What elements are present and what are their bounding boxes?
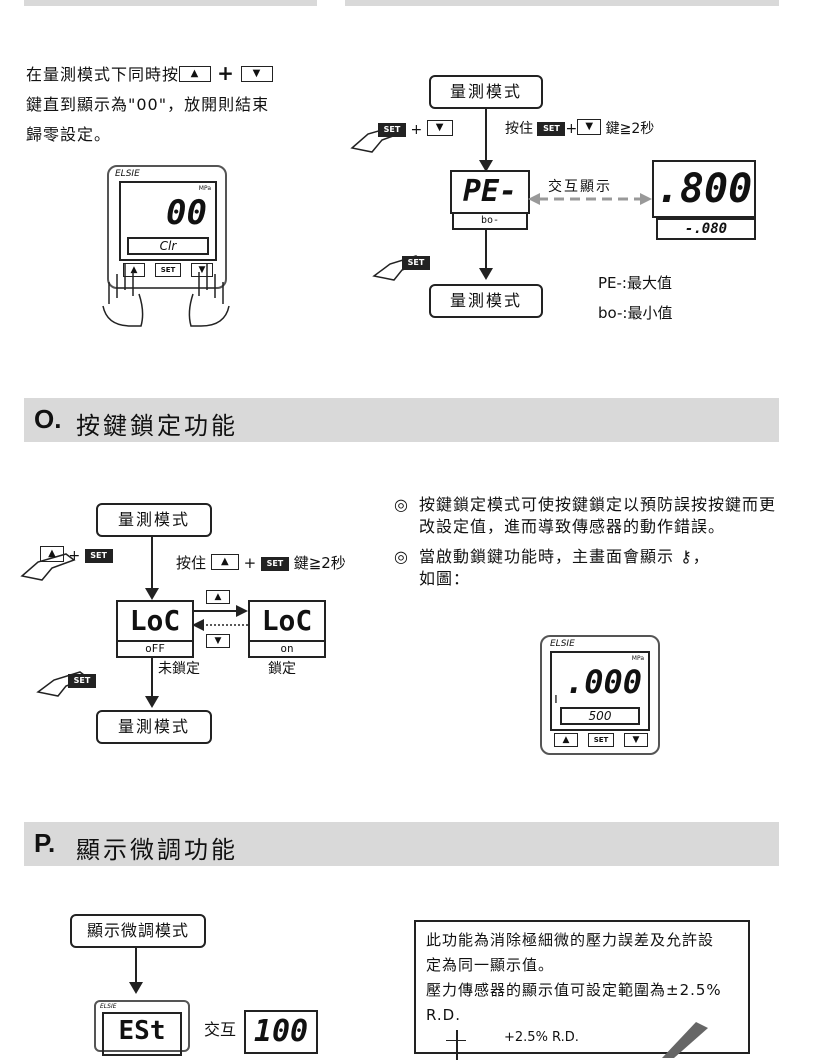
section-title: 按鍵鎖定功能 [76, 412, 238, 440]
bullet-text-2: 當啟動鎖鍵功能時，主畫面會顯示 [418, 547, 674, 566]
sensor-device-fine: ELSIE ESt [94, 1000, 190, 1056]
legend-pe: PE-:最大值 [598, 274, 672, 292]
alternate-display-label: 交互顯示 [548, 179, 612, 195]
chart-label: +2.5% R.D. [504, 1030, 579, 1045]
device-brand: ELSIE [115, 169, 140, 179]
device-sub-value: Clr [129, 239, 207, 253]
device-screen: MPa 00 Clr [119, 181, 217, 261]
lcd-loc-left: LoC [116, 600, 194, 642]
flow-measure-mode-top: 量測模式 [429, 75, 543, 109]
lcd-right-value: 100 [244, 1010, 318, 1054]
hold-instruction: 按住 ▲ + SET 鍵≧2秒 [176, 553, 346, 572]
flow-fine-tune-mode: 顯示微調模式 [70, 914, 206, 948]
lcd-bo-display: bo- [452, 212, 528, 230]
set-key-icon: SET [68, 673, 96, 688]
section-title: 顯示微調功能 [76, 836, 238, 864]
key-lock-icon: ı [554, 691, 558, 707]
down-key-icon: ▼ [240, 65, 273, 82]
bullet-list: ◎ 按鍵鎖定模式可使按鍵鎖定以預防誤按按鍵而更改設定值，進而導致傳感器的動作錯誤… [394, 494, 788, 590]
section-letter: O. [34, 404, 62, 434]
section-letter: P. [34, 828, 56, 858]
sensor-device: ELSIE MPa 00 Clr ▲ SET ▼ [107, 165, 227, 289]
device-main-value: ESt [102, 1012, 182, 1056]
device-screen: MPa ı .000 500 [550, 651, 650, 731]
top-bar-right [345, 0, 779, 6]
unlocked-label: 未鎖定 [158, 661, 200, 677]
gauge-icon [662, 1022, 708, 1058]
instruction-line-2: 鍵直到顯示為"00"，放開則結束 [26, 95, 270, 114]
zero-set-instructions: 在量測模式下同時按▲ + ▼ 鍵直到顯示為"00"，放開則結束 歸零設定。 [26, 58, 346, 150]
device-main-value: .000 [564, 663, 642, 701]
key-lock-icon: ⚷ [680, 547, 693, 566]
lcd-loc-right: LoC [248, 600, 326, 642]
bullet-icon: ◎ [394, 495, 409, 514]
hand-press-icon [18, 546, 78, 586]
flow-measure-mode-bottom: 量測模式 [429, 284, 543, 318]
instruction-line-3: 歸零設定。 [26, 125, 112, 144]
down-key-icon: ▼ [426, 120, 453, 136]
bullet-item: ◎ 當啟動鎖鍵功能時，主畫面會顯示 ⚷，如圖： [394, 547, 710, 588]
dashed-double-arrow [528, 193, 652, 205]
section-p-header: P. 顯示微調功能 [24, 822, 779, 866]
top-bar-left [24, 0, 317, 6]
bullet-item: ◎ 按鍵鎖定模式可使按鍵鎖定以預防誤按按鍵而更改設定值，進而導致傳感器的動作錯誤… [394, 494, 788, 538]
lcd-small-value: -.080 [656, 218, 756, 240]
hands-icon [102, 264, 230, 327]
hold-instruction: 按住 SET+▼ 鍵≧2秒 [505, 119, 655, 137]
set-key-plus-down: SET + ▼ [378, 120, 453, 138]
locked-label: 鎖定 [268, 661, 296, 677]
set-button: SET [155, 263, 181, 277]
lcd-big-value: .800 [652, 160, 756, 218]
lcd-state-off: oFF [116, 640, 194, 658]
flow-measure-mode-top: 量測模式 [96, 503, 212, 537]
device-brand: ELSIE [550, 639, 575, 649]
section-o-header: O. 按鍵鎖定功能 [24, 398, 779, 442]
note-text-2: 壓力傳感器的顯示值可設定範圍為±2.5% R.D. [426, 981, 722, 1024]
up-plus-set-keys: ▲ + SET [40, 546, 113, 564]
set-key-icon: SET [402, 255, 430, 270]
up-button-icon: ▲ [123, 263, 145, 277]
legend-bo: bo-:最小值 [598, 304, 673, 322]
device-sub-value: 500 [562, 709, 638, 723]
unit-label: MPa [198, 185, 211, 192]
bullet-icon: ◎ [394, 547, 409, 566]
flow-measure-mode-bottom: 量測模式 [96, 710, 212, 744]
bullet-text-2-tail: 如圖： [418, 569, 470, 588]
sensor-device-locked: ELSIE MPa ı .000 500 ▲ SET ▼ [540, 635, 660, 755]
up-button-icon: ▲ [554, 733, 578, 747]
up-key-icon: ▲ [179, 65, 212, 82]
alternate-label: 交互 [204, 1020, 237, 1039]
bullet-text-1: 按鍵鎖定模式可使按鍵鎖定以預防誤按按鍵而更改設定值，進而導致傳感器的動作錯誤。 [418, 495, 776, 536]
down-key-icon: ▼ [206, 634, 230, 648]
device-brand: ELSIE [100, 1003, 117, 1010]
set-button: SET [588, 733, 614, 747]
instruction-line-1: 在量測模式下同時按 [26, 65, 180, 84]
note-text-1: 此功能為消除極細微的壓力誤差及允許設定為同一顯示值。 [426, 931, 715, 974]
down-button-icon: ▼ [624, 733, 648, 747]
lcd-pe-display: PE- [450, 170, 530, 214]
down-button-icon: ▼ [191, 263, 213, 277]
up-key-icon: ▲ [206, 590, 230, 604]
device-main-value: 00 [166, 193, 207, 233]
note-box: 此功能為消除極細微的壓力誤差及允許設定為同一顯示值。 壓力傳感器的顯示值可設定範… [414, 920, 750, 1060]
unit-label: MPa [631, 655, 644, 662]
lcd-state-on: on [248, 640, 326, 658]
toggle-arrows [192, 605, 248, 631]
